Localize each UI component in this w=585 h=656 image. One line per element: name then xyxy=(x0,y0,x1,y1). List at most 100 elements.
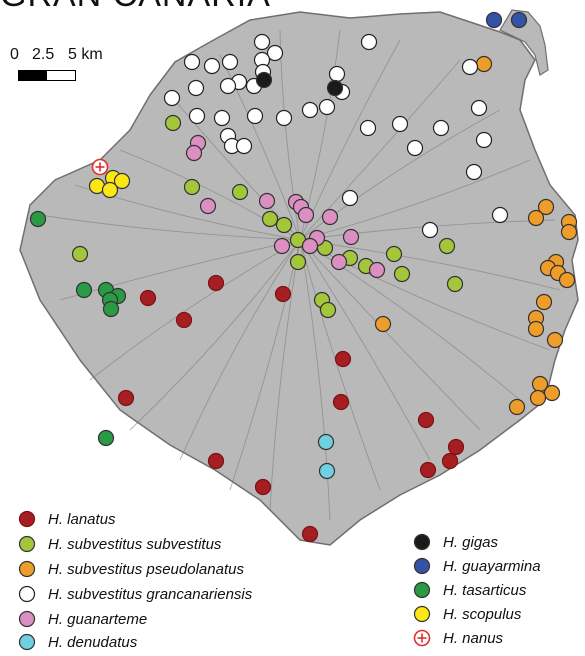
gigas-points xyxy=(255,71,344,97)
grancanariensis-point xyxy=(219,77,237,95)
legend-item-pseudolanatus: H. subvestitus pseudolanatus xyxy=(18,558,244,580)
pseudolanatus-point xyxy=(535,293,553,311)
grancanariensis-point xyxy=(187,79,205,97)
legend-item-subvestitus: H. subvestitus subvestitus xyxy=(18,533,221,555)
lanatus-point xyxy=(441,452,459,470)
lanatus-point xyxy=(207,274,225,292)
grancanariensis-point xyxy=(266,44,284,62)
island-relief xyxy=(19,9,579,546)
guanarteme-point xyxy=(321,208,339,226)
tasarticus-point xyxy=(75,281,93,299)
lanatus-legend-icon xyxy=(18,510,36,528)
scale-segment-black xyxy=(19,71,47,80)
ravine-line xyxy=(74,184,301,241)
lanatus-point xyxy=(18,510,36,528)
scopulus-point xyxy=(101,181,119,199)
tasarticus-points xyxy=(29,210,127,447)
ravine-line xyxy=(299,239,521,401)
legend-symbol xyxy=(18,610,36,628)
occurrence-points xyxy=(29,11,578,543)
scopulus-legend-icon xyxy=(413,605,431,623)
grancanariensis-point xyxy=(18,585,36,603)
legend-symbol xyxy=(18,560,36,578)
legend-symbol xyxy=(413,629,431,647)
grancanariensis-point xyxy=(360,33,378,51)
pseudolanatus-point xyxy=(475,55,493,73)
ravine-line xyxy=(89,239,301,381)
tasarticus-point xyxy=(102,300,120,318)
guanarteme-points xyxy=(185,134,386,279)
lanatus-point xyxy=(332,393,350,411)
legend-symbol xyxy=(18,510,36,528)
denudatus-points xyxy=(317,433,336,480)
ravine-line xyxy=(299,239,481,431)
legend-item-lanatus: H. lanatus xyxy=(18,508,116,530)
pseudolanatus-point xyxy=(527,209,545,227)
grancanariensis-point xyxy=(391,115,409,133)
nanus-points xyxy=(91,158,109,176)
grancanariensis-point xyxy=(421,221,439,239)
grancanariensis-point xyxy=(470,99,488,117)
grancanariensis-legend-icon xyxy=(18,585,36,603)
grancanariensis-point xyxy=(183,53,201,71)
subvestitus-point xyxy=(18,535,36,553)
pseudolanatus-legend-icon xyxy=(18,560,36,578)
subvestitus-point xyxy=(319,301,337,319)
lanatus-point xyxy=(207,452,225,470)
gigas-legend-icon xyxy=(413,533,431,551)
nanus-legend-icon xyxy=(413,629,431,647)
guanarteme-point xyxy=(330,253,348,271)
grancanariensis-point xyxy=(475,131,493,149)
subvestitus-points xyxy=(71,114,464,319)
legend-label: H. subvestitus pseudolanatus xyxy=(48,560,244,578)
legend-item-guayarmina: H. guayarmina xyxy=(413,555,541,577)
ravine-line xyxy=(299,239,561,291)
lanatus-points xyxy=(117,274,465,543)
legend-item-scopulus: H. scopulus xyxy=(413,603,521,625)
island-outline xyxy=(19,11,579,546)
legend-symbol xyxy=(413,533,431,551)
guanarteme-point xyxy=(199,197,217,215)
legend-label: H. guanarteme xyxy=(48,610,148,628)
legend-symbol xyxy=(18,585,36,603)
guayarmina-point xyxy=(485,11,503,29)
pseudolanatus-point xyxy=(537,198,555,216)
lanatus-point xyxy=(447,438,465,456)
grancanariensis-point xyxy=(275,109,293,127)
grancanariensis-point xyxy=(221,53,239,71)
legend-label: H. subvestitus grancanariensis xyxy=(48,585,253,603)
guanarteme-point xyxy=(185,144,203,162)
guanarteme-point xyxy=(368,261,386,279)
lanatus-point xyxy=(419,461,437,479)
lanatus-point xyxy=(274,285,292,303)
pseudolanatus-point xyxy=(18,560,36,578)
grancanariensis-point xyxy=(203,57,221,75)
grancanariensis-point xyxy=(341,189,359,207)
pseudolanatus-point xyxy=(543,384,561,402)
tasarticus-point xyxy=(29,210,47,228)
guanarteme-point xyxy=(258,192,276,210)
ravine-line xyxy=(299,159,531,241)
denudatus-legend-icon xyxy=(18,633,36,651)
pseudolanatus-point xyxy=(527,320,545,338)
scale-label-0: 0 xyxy=(10,46,19,63)
guanarteme-legend-icon xyxy=(18,610,36,628)
scopulus-point xyxy=(113,172,131,190)
subvestitus-point xyxy=(446,275,464,293)
subvestitus-legend-icon xyxy=(18,535,36,553)
legend-item-guanarteme: H. guanarteme xyxy=(18,608,147,630)
ravine-line xyxy=(179,239,301,461)
grancanariensis-point xyxy=(253,33,271,51)
grancanariensis-point xyxy=(465,163,483,181)
guanarteme-point xyxy=(301,237,319,255)
denudatus-point xyxy=(317,433,335,451)
ravine-line xyxy=(129,239,301,431)
ravine-line xyxy=(299,109,501,241)
legend-label: H. denudatus xyxy=(48,633,138,651)
grancanariensis-point xyxy=(359,119,377,137)
ravine-line xyxy=(299,239,331,521)
ravine-line xyxy=(229,239,301,491)
legend-label: H. lanatus xyxy=(48,510,116,528)
guayarmina-points xyxy=(485,11,528,29)
